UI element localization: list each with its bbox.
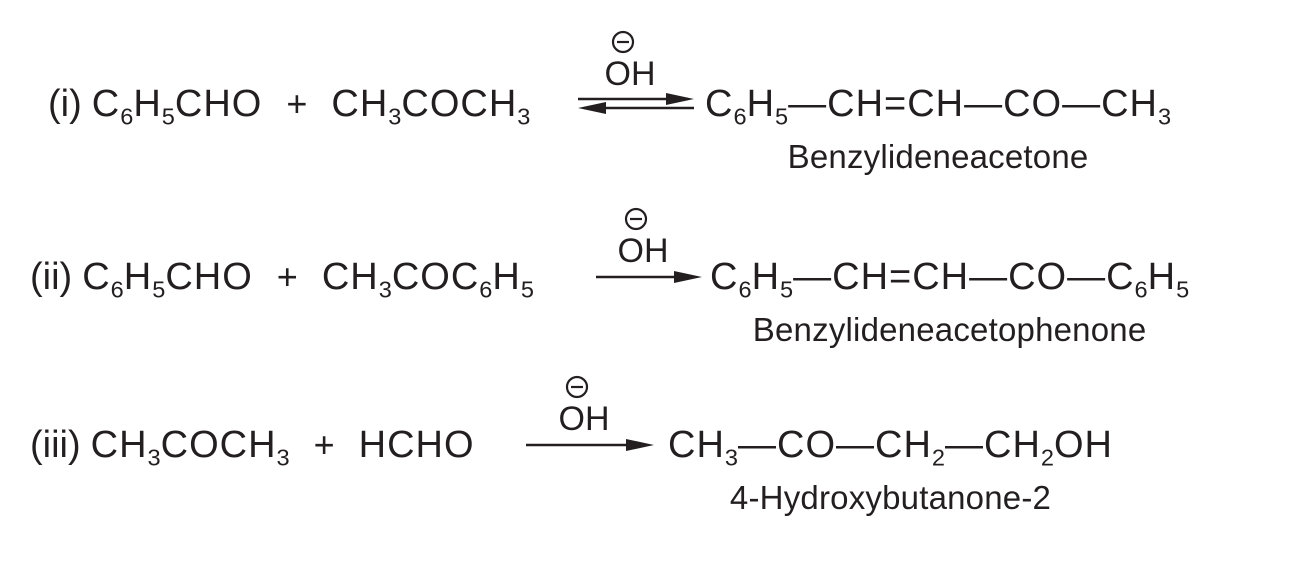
reaction-3-reactant-formula-1: CH3COCH3 xyxy=(90,424,290,471)
plus-sign: + xyxy=(313,424,335,465)
hydroxide-reagent-label: OH xyxy=(604,55,656,93)
reaction-2-product-block: C6H5—CH=CH—CO—C6H5 Benzylideneacetopheno… xyxy=(710,258,1189,348)
reaction-3-reactant-formula-2: HCHO xyxy=(358,424,475,466)
reaction-2-arrow-assembly: OH xyxy=(596,207,702,285)
reaction-3-product-formula: CH3—CO—CH2—CH2OH xyxy=(668,424,1113,471)
forward-arrow-icon xyxy=(596,271,702,283)
reaction-2-product-formula: C6H5—CH=CH—CO—C6H5 xyxy=(710,256,1190,303)
plus-sign: + xyxy=(276,256,298,297)
reaction-1-index: (i) xyxy=(48,83,82,125)
hydroxide-reagent-label: OH xyxy=(558,400,610,438)
reaction-2-index: (ii) xyxy=(30,256,73,298)
minus-charge-icon xyxy=(624,207,648,231)
reaction-1-reactants: (i) C6H5CHO + CH3COCH3 xyxy=(48,83,531,130)
reaction-1-product-formula: C6H5—CH=CH—CO—CH3 xyxy=(705,83,1172,130)
reaction-2-product-name: Benzylideneacetophenone xyxy=(752,311,1147,348)
reaction-1-arrow-assembly: OH xyxy=(576,30,696,114)
reaction-3-reactants: (iii) CH3COCH3 + HCHO xyxy=(30,424,475,471)
reaction-3-product-block: CH3—CO—CH2—CH2OH 4-Hydroxybutanone-2 xyxy=(668,426,1113,516)
hydroxide-reagent-label: OH xyxy=(617,232,669,270)
reaction-1-reactant-formula-2: CH3COCH3 xyxy=(331,83,531,130)
forward-arrow-icon xyxy=(526,439,654,451)
plus-sign: + xyxy=(286,83,308,124)
minus-charge-icon xyxy=(565,375,589,399)
reaction-3-index: (iii) xyxy=(30,424,81,466)
minus-charge-icon xyxy=(611,30,635,54)
reaction-1-product-name: Benzylideneacetone xyxy=(787,138,1089,175)
reaction-3-arrow-assembly: OH xyxy=(526,375,654,453)
reaction-3-product-name: 4-Hydroxybutanone-2 xyxy=(729,479,1052,516)
reaction-1-reactant-formula-1: C6H5CHO xyxy=(91,83,263,130)
reaction-2-reactant-formula-1: C6H5CHO xyxy=(82,256,253,303)
reaction-2-reactant-formula-2: CH3COC6H5 xyxy=(321,256,534,303)
reaction-1-product-block: C6H5—CH=CH—CO—CH3 Benzylideneacetone xyxy=(705,85,1171,175)
equilibrium-arrow-icon xyxy=(578,93,694,114)
reaction-2-reactants: (ii) C6H5CHO + CH3COC6H5 xyxy=(30,256,534,303)
